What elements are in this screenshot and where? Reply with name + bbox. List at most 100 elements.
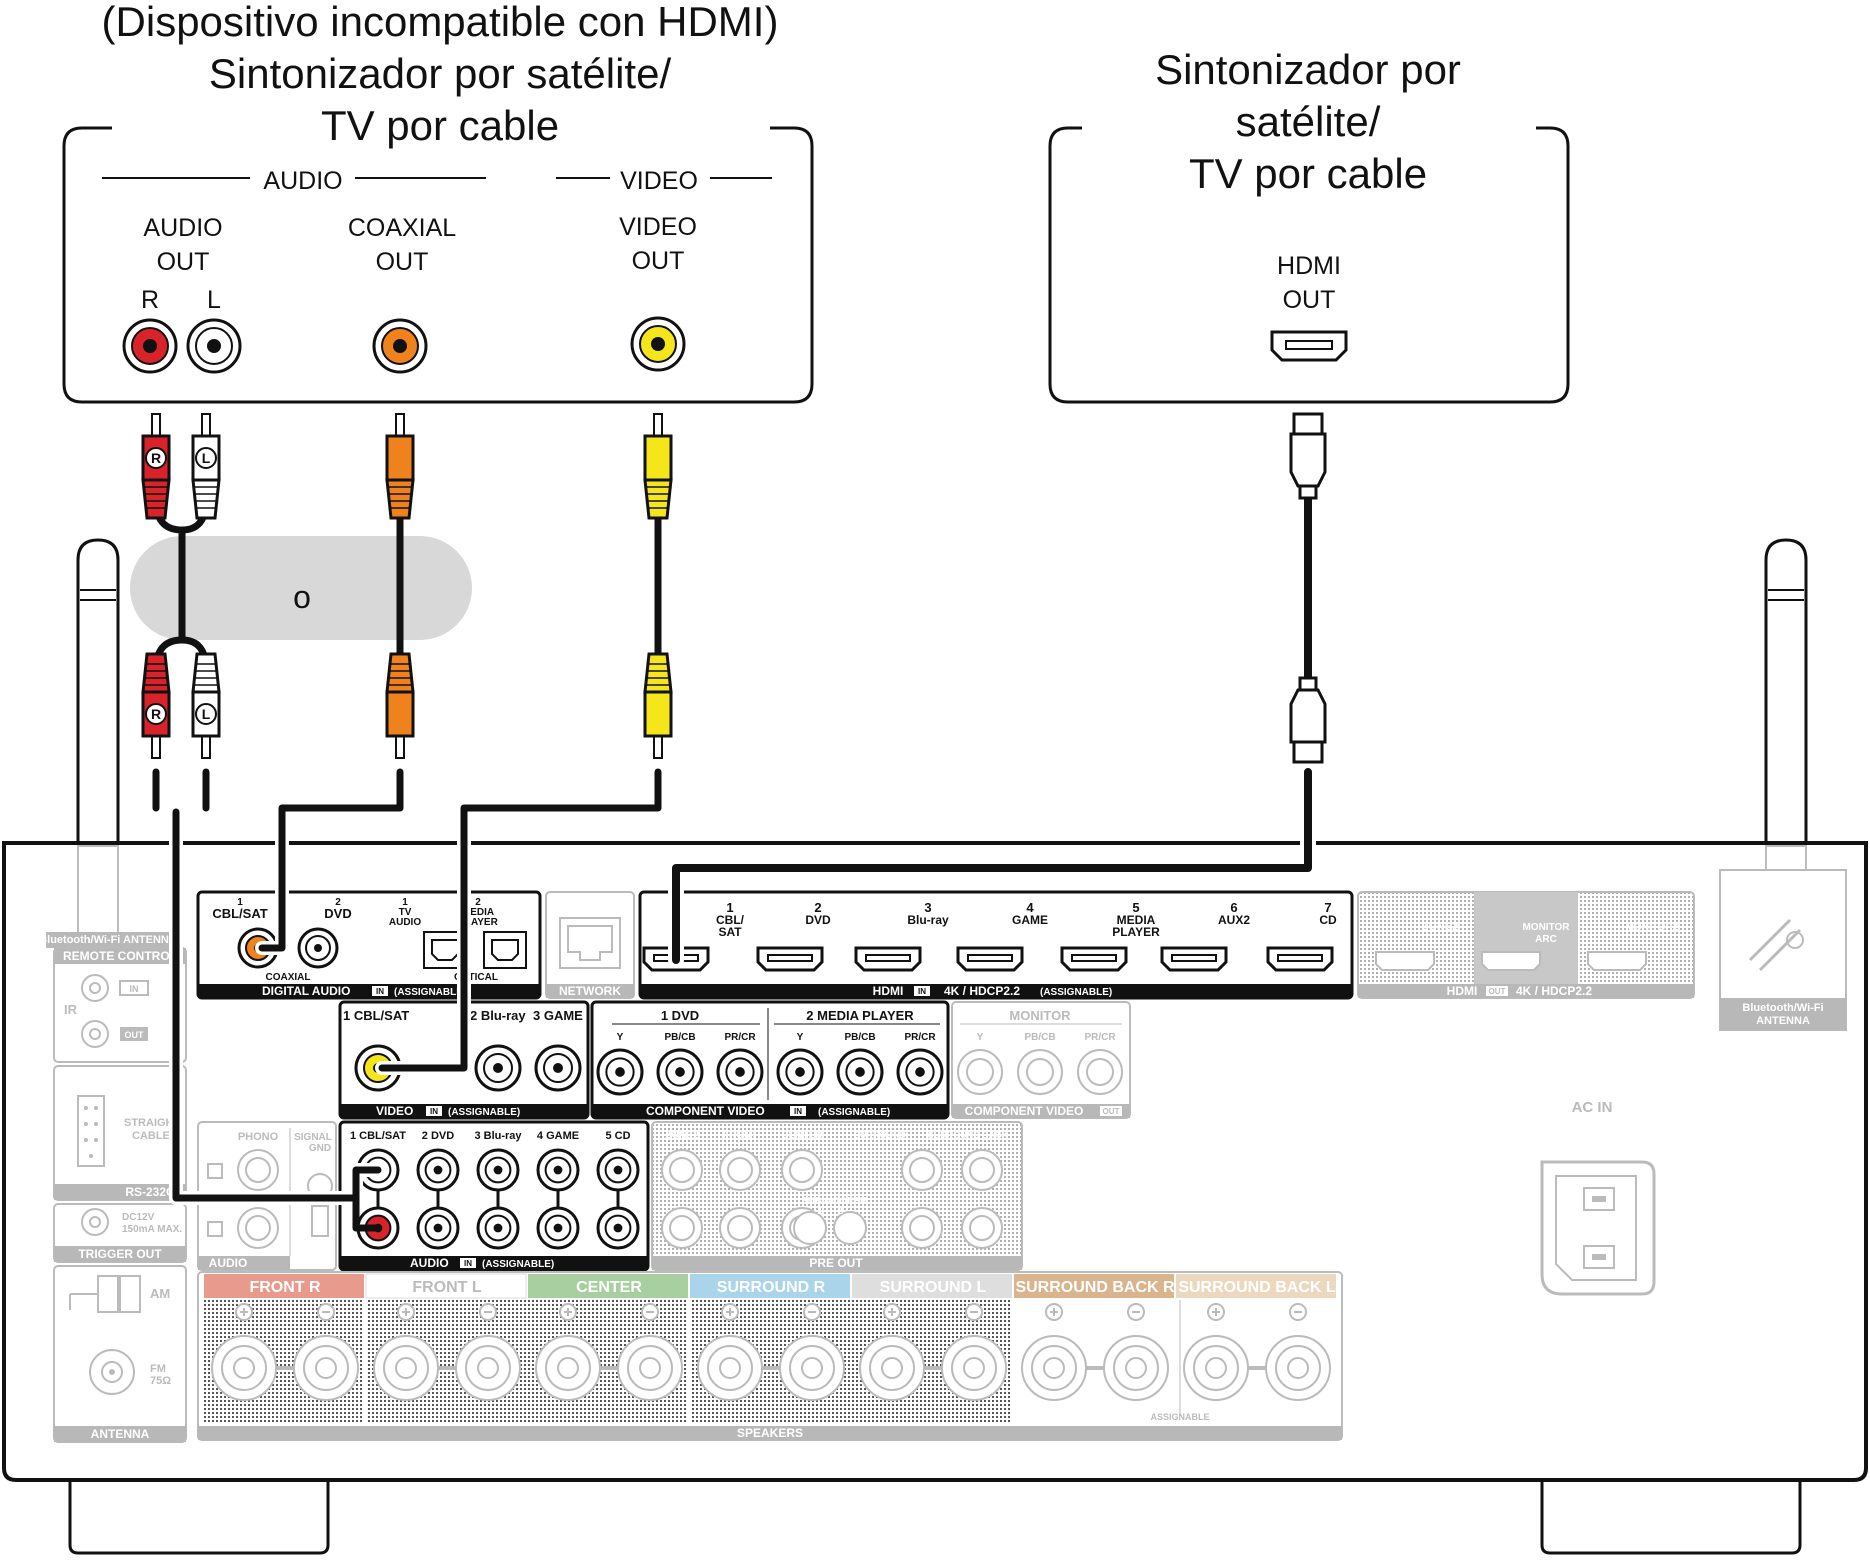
hdmi-in-label: 1 [726,900,733,915]
or-badge: o [130,536,472,640]
coaxial-out-label-1: COAXIAL [348,214,456,242]
hdmi-in-label: 7 [1324,900,1331,915]
svg-text:OUT: OUT [125,1030,145,1040]
svg-text:COMPONENT VIDEO: COMPONENT VIDEO [646,1104,765,1118]
svg-text:(ASSIGNABLE): (ASSIGNABLE) [448,1107,520,1118]
plug-letter: L [202,706,211,722]
svg-text:2: 2 [475,897,481,908]
video-plug-bottom [643,652,673,759]
svg-text:(ASSIGNABLE): (ASSIGNABLE) [818,1107,890,1118]
audio-out-r-jack [122,318,178,374]
svg-text:2: 2 [335,897,341,908]
svg-text:ZONE2: ZONE2 [665,1130,699,1141]
analog-audio-cable-run-r [352,1194,382,1232]
speaker-group: SURROUND L [852,1274,1012,1424]
audio-out-label-2: OUT [157,248,210,276]
svg-text:CABLE: CABLE [132,1130,170,1142]
hdmi-in-port [956,946,1024,972]
component-in-jack [776,1048,824,1096]
right-device: Sintonizador por satélite/ TV por cable … [1048,46,1570,404]
svg-text:4K / HDCP2.2: 4K / HDCP2.2 [1516,984,1592,998]
svg-text:VIDEO: VIDEO [376,1104,413,1118]
svg-text:(ASSIGNABLE): (ASSIGNABLE) [482,1259,554,1270]
video-out-jack [630,316,686,372]
cable-plugs: R L R L [141,412,1327,764]
hdmi-in-label: CD [1319,913,1337,927]
svg-text:SIGNAL: SIGNAL [294,1132,332,1143]
antenna-right [1764,538,1808,942]
svg-text:2: 2 [837,1206,843,1217]
right-device-title-2: satélite/ [1236,98,1381,145]
svg-text:STRAIGHT: STRAIGHT [124,1117,181,1129]
speaker-group-label: FRONT L [412,1279,482,1296]
component-in-jack [896,1048,944,1096]
ac-in: AC IN [1540,1099,1656,1296]
svg-text:SURROUND BACK: SURROUND BACK [928,1130,1009,1140]
hdmi-in-label: AUX2 [1218,913,1250,927]
svg-text:IN: IN [918,987,926,996]
svg-text:PLAYER: PLAYER [458,917,498,928]
analog-plug-r-top: R [141,413,171,520]
svg-text:SUBWOOFER: SUBWOOFER [801,1196,868,1207]
svg-text:OUT: OUT [1103,1107,1120,1116]
svg-text:IN: IN [464,1259,472,1268]
audio-in-label: 1 CBL/SAT [350,1130,406,1142]
hdmi-in-port [1160,946,1228,972]
right-device-title-3: TV por cable [1189,150,1427,197]
hdmi-plug-bottom [1289,676,1327,764]
hdmi-in-label: MEDIA [1117,913,1156,927]
svg-text:AUDIO: AUDIO [389,917,421,928]
svg-text:HDMI: HDMI [1447,984,1478,998]
speaker-group: FRONT R [204,1274,364,1424]
antenna-label: ANTENNA [91,1427,150,1441]
video-out-label-2: OUT [632,247,685,275]
component-in-jack-label: PB/CB [844,1032,875,1043]
coaxial-cable-run [258,768,404,952]
component-in-jack [656,1048,704,1096]
speaker-group-label: SURROUND BACK R [1015,1279,1175,1296]
or-badge-bg [130,536,472,640]
svg-text:GND: GND [309,1143,331,1154]
svg-text:DIGITAL AUDIO: DIGITAL AUDIO [262,984,350,998]
pre-out-jack [661,1207,703,1249]
audio-in-label: 2 DVD [422,1130,454,1142]
l-label: L [207,286,221,314]
svg-text:MONITOR: MONITOR [1009,1008,1071,1023]
svg-text:AM: AM [150,1286,170,1301]
audio-in-r-jack [536,1206,580,1250]
svg-text:MEDIA: MEDIA [462,907,494,918]
component-in-jack-label: Y [797,1032,804,1043]
svg-text:4K / HDCP2.2: 4K / HDCP2.2 [944,984,1020,998]
svg-text:TV: TV [399,907,412,918]
svg-text:1: 1 [402,897,408,908]
speaker-group-label: CENTER [576,1279,642,1296]
svg-text:AUDIO: AUDIO [209,1256,248,1270]
hdmi-cable-run [672,768,1312,964]
svg-text:DC12V: DC12V [122,1212,155,1223]
hdmi-in-label: CBL/ [716,913,745,927]
svg-text:CENTER: CENTER [781,1130,823,1141]
svg-text:ASSIGNABLE: ASSIGNABLE [1150,1412,1209,1422]
speaker-group-label: SURROUND BACK L [1178,1279,1336,1296]
audio-out-l-jack [186,318,242,374]
hdmi-out-block: ZONE2 MONITOR ARC MONITOR2 HDMI OUT 4K /… [1357,891,1695,999]
hdmi-in-port [756,946,824,972]
left-device: (Dispositivo incompatible con HDMI) Sint… [62,0,814,404]
audio-in-label: 4 GAME [537,1130,579,1142]
component-in-jack [836,1048,884,1096]
analog-plug-r-bottom: R [141,652,171,759]
plug-letter: R [151,706,161,722]
svg-text:FM: FM [150,1363,166,1375]
svg-text:3 GAME: 3 GAME [533,1008,583,1023]
antenna-left [76,538,120,942]
hdmi-in-label: DVD [805,913,831,927]
hdmi-plug-top [1289,412,1327,500]
plug-letter: L [202,450,211,466]
svg-text:2 Blu-ray: 2 Blu-ray [470,1008,526,1023]
svg-text:MONITOR2: MONITOR2 [1626,922,1679,933]
audio-group-label: AUDIO [263,167,342,195]
